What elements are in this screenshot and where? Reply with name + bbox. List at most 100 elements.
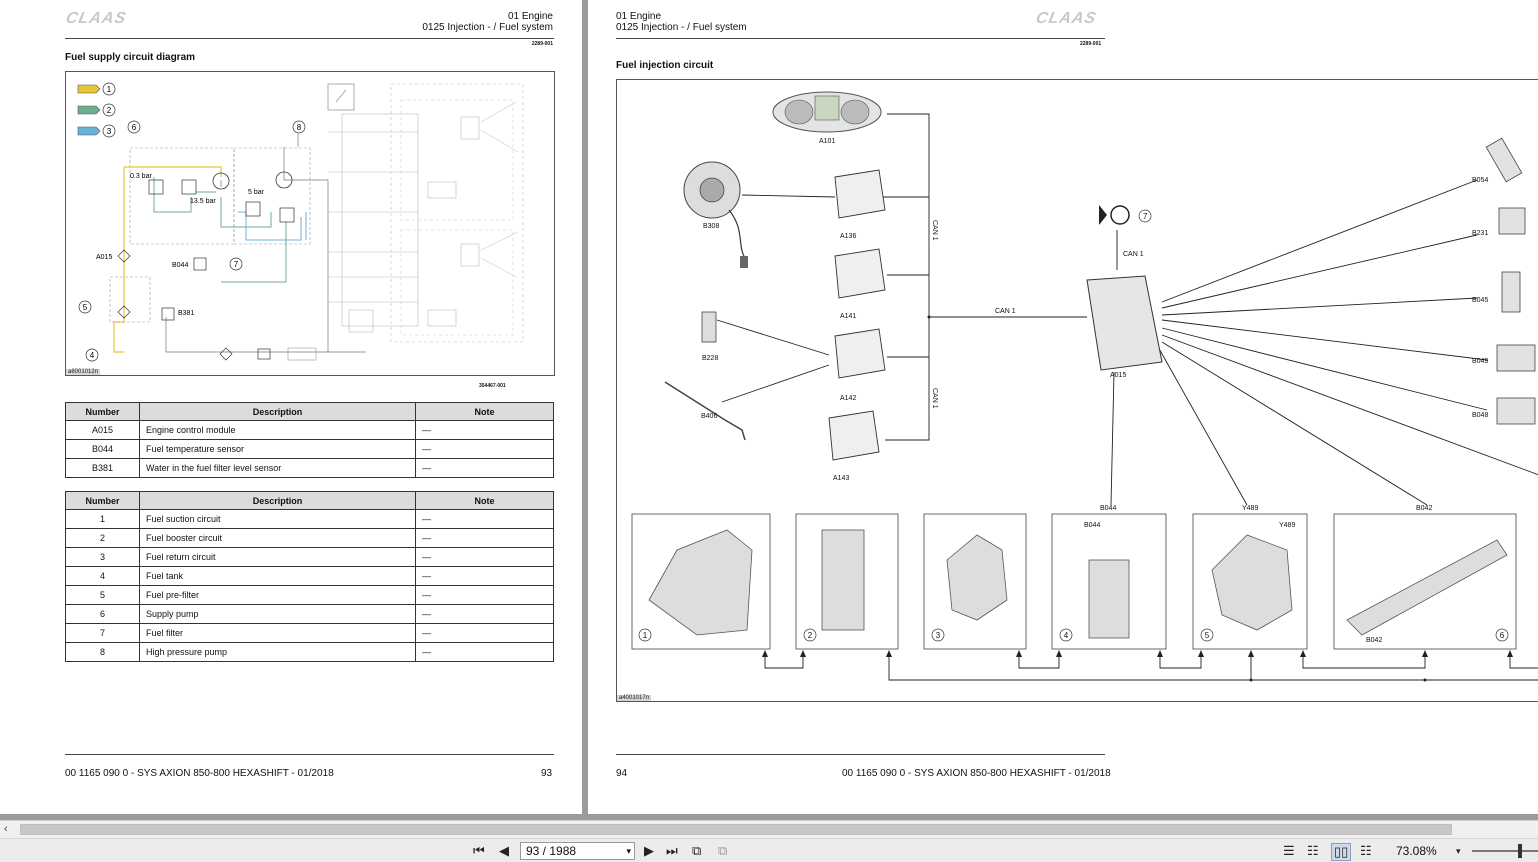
callout-6: 6 (132, 123, 137, 132)
cell-number: A015 (65, 420, 140, 440)
continuous-facing-view-icon[interactable]: ☷ (1360, 843, 1372, 858)
section-title: Fuel supply circuit diagram (65, 52, 196, 63)
cell-number: 8 (65, 642, 140, 662)
cell-note: — (415, 642, 554, 662)
callout-3: 3 (107, 127, 112, 136)
part-1: 1 (643, 631, 648, 640)
chevron-down-icon[interactable]: ▾ (626, 846, 631, 856)
part-3: 3 (936, 631, 941, 640)
header-chapter: 01 Engine (507, 11, 553, 22)
header-rule (65, 38, 554, 39)
label-b308: B308 (703, 223, 719, 230)
th-number: Number (65, 491, 140, 510)
page-93: CLAAS 01 Engine 0125 Injection - / Fuel … (0, 0, 582, 814)
th-number: Number (65, 402, 140, 421)
go-back-view-icon[interactable]: ⧉ (692, 843, 702, 858)
cell-number: 3 (65, 547, 140, 567)
brand-logo: CLAAS (1034, 10, 1099, 27)
footer-rule (65, 754, 554, 755)
zoom-slider-handle[interactable] (1518, 844, 1522, 858)
table-row: B381 Water in the fuel filter level sens… (65, 458, 554, 478)
legend-suction-swatch (77, 84, 101, 94)
page-number: 93 (541, 768, 553, 779)
label-can1-bus: CAN 1 (995, 308, 1016, 315)
cell-description: Water in the fuel filter level sensor (139, 458, 416, 478)
page-number-input[interactable]: 93 / 1988 ▾ (520, 842, 635, 860)
legend-booster-swatch (77, 105, 101, 115)
part-5: 5 (1205, 631, 1210, 640)
document-viewport: CLAAS 01 Engine 0125 Injection - / Fuel … (0, 0, 1538, 820)
cell-description: Fuel tank (139, 566, 416, 586)
fuel-injection-svg: A101 B308 A136 A141 A142 A143 B228 B406 … (631, 91, 1538, 682)
label-b048: B048 (1472, 412, 1488, 419)
cell-description: Fuel return circuit (139, 547, 416, 567)
fuel-injection-diagram: A101 B308 A136 A141 A142 A143 B228 B406 … (616, 79, 1538, 702)
th-note: Note (415, 491, 554, 510)
callout-7: 7 (1143, 212, 1148, 221)
callout-8: 8 (297, 123, 302, 132)
scrollbar-thumb[interactable] (20, 824, 1452, 835)
label-a143: A143 (833, 475, 849, 482)
callout-2: 2 (107, 106, 112, 115)
legend-return-swatch (77, 126, 101, 136)
facing-pages-view-icon[interactable]: ▯▯ (1331, 843, 1352, 861)
section-title: Fuel injection circuit (616, 60, 714, 71)
cell-note: — (415, 585, 554, 605)
pressure-13-5: 13.5 bar (190, 198, 216, 205)
label-b228: B228 (702, 355, 718, 362)
horizontal-scrollbar[interactable]: ‹ (0, 820, 1538, 838)
page-number-value: 93 / 1988 (526, 844, 577, 858)
previous-page-icon[interactable]: ◀ (499, 843, 509, 858)
callout-4: 4 (90, 351, 95, 360)
viewer-toolbar: ⏮ ◀ 93 / 1988 ▾ ▶ ⏭ ⧉ ⧉ ☰ ☷ ▯▯ ☷ 73.08% … (0, 838, 1538, 862)
cell-number: B044 (65, 439, 140, 459)
cell-note: — (415, 547, 554, 567)
cell-number: B381 (65, 458, 140, 478)
label-b044-inset: B044 (1084, 522, 1100, 529)
label-b044: B044 (172, 262, 188, 269)
header-rule (616, 38, 1105, 39)
label-y489-inset: Y489 (1279, 522, 1295, 529)
last-page-icon[interactable]: ⏭ (666, 843, 678, 858)
next-page-icon[interactable]: ▶ (644, 843, 654, 858)
cell-number: 7 (65, 623, 140, 643)
go-forward-view-icon[interactable]: ⧉ (718, 843, 728, 858)
page-number: 94 (616, 768, 628, 779)
continuous-view-icon[interactable]: ☷ (1307, 843, 1319, 858)
label-b045: B045 (1472, 297, 1488, 304)
th-note: Note (415, 402, 554, 421)
header-chapter: 01 Engine (616, 11, 662, 22)
label-b054: B054 (1472, 177, 1488, 184)
cell-number: 5 (65, 585, 140, 605)
footer-doc-title: 00 1165 090 0 - SYS AXION 850-800 HEXASH… (842, 768, 1111, 779)
zoom-slider[interactable] (1472, 850, 1538, 852)
label-can1-upper: CAN 1 (931, 220, 938, 241)
label-b044: B044 (1100, 505, 1116, 512)
callout-7: 7 (234, 260, 239, 269)
single-page-view-icon[interactable]: ☰ (1283, 843, 1295, 858)
th-description: Description (139, 491, 416, 510)
components-table: Number Description Note A015 Engine cont… (65, 402, 554, 478)
first-page-icon[interactable]: ⏮ (473, 843, 485, 858)
label-can1-ecu: CAN 1 (1123, 251, 1144, 258)
scroll-left-icon[interactable]: ‹ (4, 823, 8, 835)
label-can1-lower: CAN 1 (931, 388, 938, 409)
label-a141: A141 (840, 313, 856, 320)
label-a015: A015 (96, 254, 112, 261)
doc-ref: 2289-001 (531, 41, 553, 47)
cell-note: — (415, 420, 554, 440)
cell-number: 6 (65, 604, 140, 624)
zoom-level[interactable]: 73.08% (1396, 844, 1437, 858)
cell-note: — (415, 566, 554, 586)
zoom-dropdown-icon[interactable]: ▾ (1456, 846, 1461, 856)
brand-logo: CLAAS (64, 10, 129, 27)
cell-description: Fuel suction circuit (139, 509, 416, 529)
cell-description: Fuel temperature sensor (139, 439, 416, 459)
cell-note: — (415, 509, 554, 529)
